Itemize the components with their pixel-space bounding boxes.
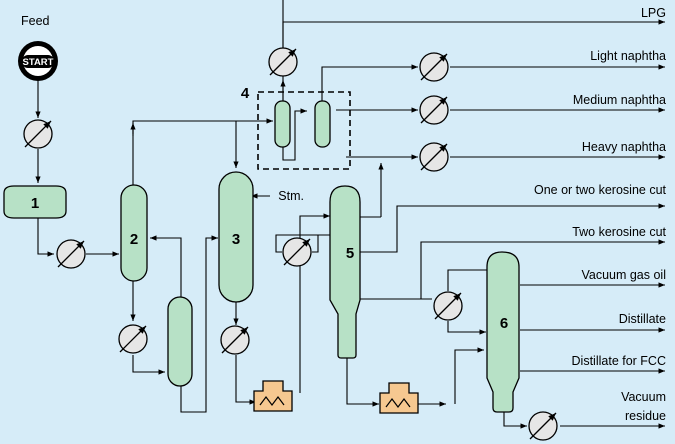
exchanger-icon [24, 120, 52, 148]
exchanger-icon [434, 292, 462, 320]
unit-4-drum-left [274, 100, 291, 148]
unit-number: 1 [31, 195, 39, 212]
product-label: residue [625, 409, 666, 423]
exchanger-icon [420, 96, 448, 124]
product-label: Medium naphtha [573, 93, 666, 107]
unit-1-drum [3, 185, 67, 219]
exchanger-icon [420, 143, 448, 171]
exchanger-icon [221, 326, 249, 354]
stripper-column [167, 296, 193, 387]
product-label: Two kerosine cut [572, 225, 666, 239]
exchanger-icon [57, 240, 85, 268]
unit-3-column [218, 171, 254, 303]
unit-number: 5 [346, 245, 354, 262]
product-label: Vacuum gas oil [581, 268, 666, 282]
exchanger-icon [529, 412, 557, 440]
exchanger-icon [283, 238, 311, 266]
unit-number: 2 [130, 231, 138, 248]
unit-number: 6 [500, 315, 508, 332]
product-label: Light naphtha [590, 49, 666, 63]
product-label: Distillate for FCC [572, 354, 666, 368]
unit-5-column [329, 185, 361, 359]
exchanger-icon [420, 53, 448, 81]
product-label: Distillate [619, 312, 666, 326]
feed-label: Feed [21, 14, 50, 28]
unit-4-drum-right [314, 100, 331, 148]
product-label: Heavy naphtha [582, 140, 666, 154]
product-label: LPG [641, 6, 666, 20]
exchanger-icon [119, 325, 147, 353]
unit-4-box [257, 91, 351, 170]
unit-number: 3 [232, 231, 240, 248]
unit-2-column [120, 184, 148, 282]
steam-label: Stm. [278, 189, 304, 203]
piping [35, 0, 665, 429]
unit-number: 4 [241, 85, 250, 102]
exchanger-icon [269, 48, 297, 76]
product-label: Vacuum [621, 390, 666, 404]
unit-6-column [486, 251, 520, 413]
product-labels: LPG Light naphtha Medium naphtha Heavy n… [534, 6, 667, 423]
product-label: One or two kerosine cut [534, 183, 667, 197]
vessels [3, 100, 520, 413]
start-badge[interactable]: START [18, 41, 58, 81]
start-label: START [23, 57, 54, 68]
